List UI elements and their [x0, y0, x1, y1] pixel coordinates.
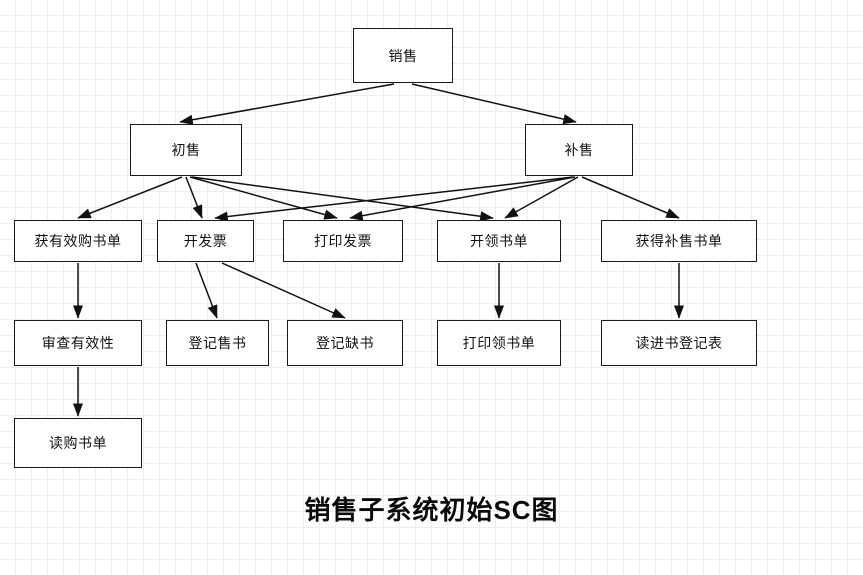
node-get-valid-order[interactable]: 获有效购书单 [14, 220, 142, 262]
node-label: 审查有效性 [41, 335, 115, 351]
node-label: 开领书单 [470, 233, 528, 249]
node-label: 获得补售书单 [635, 233, 723, 249]
node-print-invoice[interactable]: 打印发票 [283, 220, 403, 262]
edge-sales-to-first-sale [179, 83, 395, 125]
edge-sales-to-resale [411, 83, 577, 125]
node-sales[interactable]: 销售 [353, 28, 453, 83]
edge-resale-to-print-invoice [349, 176, 576, 221]
edge-resale-to-make-invoice [214, 176, 574, 222]
edge-first-sale-to-print-invoice [189, 176, 338, 220]
node-label: 登记缺书 [316, 335, 374, 351]
edge-make-invoice-to-record-sold [195, 262, 218, 319]
node-label: 打印发票 [314, 233, 372, 249]
node-label: 登记售书 [188, 335, 247, 351]
node-record-sold[interactable]: 登记售书 [166, 320, 269, 366]
edges [72, 83, 685, 417]
edge-first-sale-to-make-invoice [185, 176, 203, 219]
node-label: 读进书登记表 [635, 335, 723, 351]
node-record-missing[interactable]: 登记缺书 [287, 320, 403, 366]
node-label: 初售 [171, 142, 201, 158]
node-make-invoice[interactable]: 开发票 [157, 220, 254, 262]
node-label: 开发票 [183, 233, 228, 249]
edge-resale-to-issue-book-list [504, 176, 579, 219]
node-label: 获有效购书单 [34, 233, 122, 249]
node-resale[interactable]: 补售 [525, 124, 633, 176]
node-read-stock-reg[interactable]: 读进书登记表 [601, 320, 757, 366]
edge-first-sale-to-issue-book-list [191, 176, 494, 222]
node-issue-book-list[interactable]: 开领书单 [437, 220, 561, 262]
node-first-sale[interactable]: 初售 [130, 124, 242, 176]
node-label: 补售 [564, 142, 594, 158]
edge-first-sale-to-get-valid-order [77, 176, 183, 219]
edge-make-invoice-to-record-missing [221, 262, 346, 319]
node-label: 销售 [388, 47, 418, 64]
node-check-validity[interactable]: 审查有效性 [14, 320, 142, 366]
node-read-buy-order[interactable]: 读购书单 [14, 418, 142, 468]
node-label: 打印领书单 [462, 335, 536, 351]
edge-resale-to-get-resale-list [581, 176, 680, 219]
node-label: 读购书单 [49, 435, 107, 451]
page-title: 销售子系统初始SC图 [304, 495, 559, 525]
node-get-resale-list[interactable]: 获得补售书单 [601, 220, 757, 262]
node-print-book-list[interactable]: 打印领书单 [437, 320, 561, 366]
